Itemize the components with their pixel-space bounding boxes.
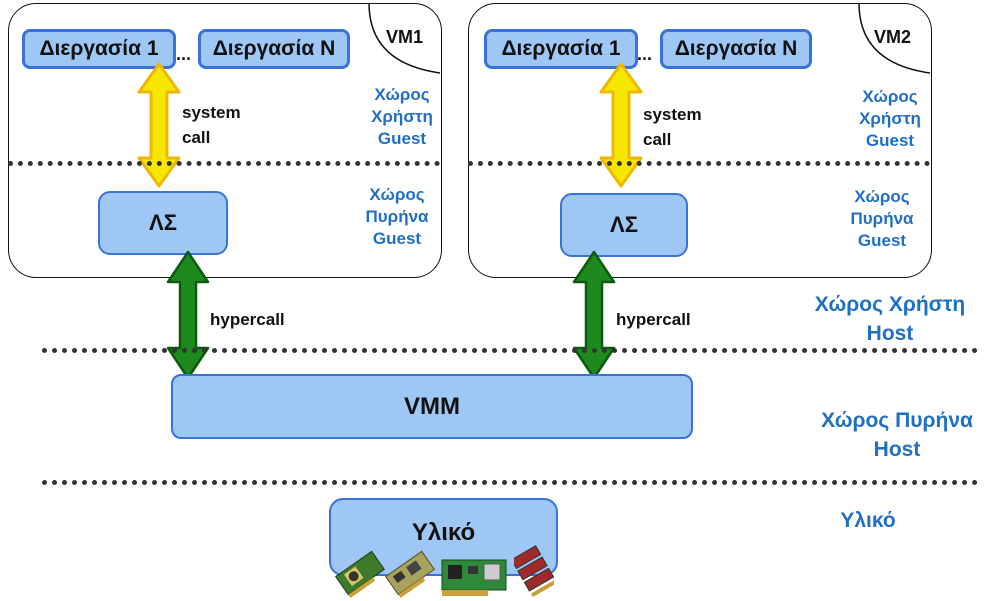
vm2-hypercall-arrow (572, 250, 616, 380)
vm2-syscall-arrow (599, 62, 643, 188)
vm2-ellipsis: ... (637, 44, 653, 64)
vm1-hypercall-arrow (166, 250, 210, 380)
host-user-space-label: Χώρος Χρήστη Host (788, 290, 992, 348)
vm2-process-n: Διεργασία N (660, 29, 812, 69)
vm1-os-box: ΛΣ (98, 191, 228, 255)
vm2-os-box: ΛΣ (560, 193, 688, 257)
vm2-user-space-line-3: Guest (865, 131, 915, 150)
vm2-kernel-space-line-2: Πυρήνα (850, 209, 914, 228)
vm2-corner-curve (858, 3, 930, 74)
vm2-kernel-space-line-3: Guest (857, 231, 907, 250)
vm1-user-kernel-divider (8, 161, 440, 166)
expansion-card-icon (384, 550, 436, 598)
memory-modules-icon (514, 545, 554, 598)
vm1-corner-curve (368, 3, 440, 74)
vm1-ellipsis: ... (176, 44, 192, 64)
vm2-user-kernel-divider (468, 161, 930, 166)
host-kernel-space-line-2: Host (873, 438, 921, 461)
host-kernel-space-label: Χώρος Πυρήνα Host (795, 406, 999, 464)
host-user-space-line-1: Χώρος Χρήστη (814, 293, 966, 316)
vm1-hypercall-label: hypercall (210, 310, 285, 329)
vm1-process-1: Διεργασία 1 (22, 29, 176, 69)
host-user-space-line-2: Host (866, 322, 914, 345)
hardware-label: Υλικό (411, 519, 476, 546)
vm2-syscall-label-2: call (643, 130, 672, 149)
vm2-hypercall-label: hypercall (616, 310, 691, 329)
graphics-card-icon (334, 550, 386, 598)
vm2-kernel-space-label: Χώρος Πυρήνα Guest (840, 186, 924, 252)
vm1-user-space-line-3: Guest (377, 129, 427, 148)
vmm-box: VMM (171, 374, 693, 439)
host-kernel-space-line-1: Χώρος Πυρήνα (821, 409, 973, 432)
vm1-syscall-label-1: system (182, 103, 241, 122)
vm1-user-space-label: Χώρος Χρήστη Guest (360, 84, 444, 150)
vm2-kernel-space-line-1: Χώρος (854, 187, 910, 206)
network-card-icon (441, 559, 507, 596)
hardware-space-label: Υλικό (840, 509, 896, 532)
vm2-user-space-label: Χώρος Χρήστη Guest (848, 86, 932, 152)
vm1-user-space-line-2: Χρήστη (371, 107, 433, 126)
vm1-syscall-label-2: call (182, 128, 211, 147)
vm1-syscall-arrow (137, 62, 181, 188)
vm1-user-space-line-1: Χώρος (374, 85, 430, 104)
vm2-syscall-label-1: system (643, 105, 702, 124)
vm1-kernel-space-line-3: Guest (372, 229, 422, 248)
vm1-kernel-space-line-1: Χώρος (369, 185, 425, 204)
vm1-label: VM1 (386, 27, 424, 47)
host-user-kernel-divider (42, 348, 978, 353)
vm1-kernel-space-line-2: Πυρήνα (365, 207, 429, 226)
vm1-kernel-space-label: Χώρος Πυρήνα Guest (355, 184, 439, 250)
vm2-user-space-line-1: Χώρος (862, 87, 918, 106)
vm2-process-1: Διεργασία 1 (484, 29, 638, 69)
vm2-label: VM2 (874, 27, 912, 47)
vm2-user-space-line-2: Χρήστη (859, 109, 921, 128)
vm1-process-n: Διεργασία N (198, 29, 350, 69)
kernel-hardware-divider (42, 480, 978, 485)
